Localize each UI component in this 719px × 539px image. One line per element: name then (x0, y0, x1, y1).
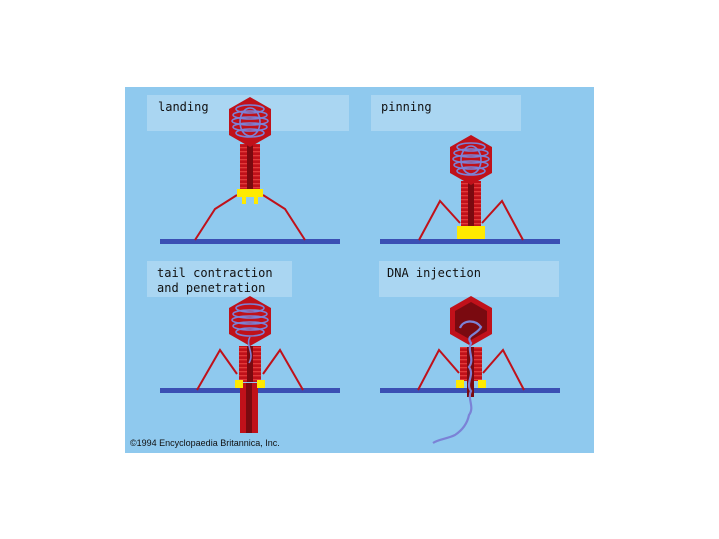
baseplate (235, 380, 243, 388)
tail-fiber (417, 348, 460, 391)
diagram-panel: landing pinning tail contraction and pen… (125, 87, 594, 453)
capsid-head (229, 97, 271, 147)
dna-coil (452, 142, 490, 176)
capsid-head (229, 296, 271, 346)
stage-label-dna-injection: DNA injection (387, 266, 481, 280)
tail-core (468, 181, 474, 227)
phage-tail-contraction (160, 296, 340, 433)
stage-label-tail-contraction: tail contraction and penetration (157, 266, 273, 295)
tail-fiber (418, 199, 461, 241)
phage-landing (160, 97, 340, 244)
tail-core (246, 383, 252, 433)
baseplate (457, 226, 485, 239)
label-box-tail-contraction (147, 261, 292, 297)
phage-dna-injection (380, 296, 560, 444)
label-box-dna-injection (379, 261, 559, 297)
host-surface (160, 239, 340, 244)
tail-core (247, 144, 253, 189)
tail-fiber (196, 348, 238, 391)
capsid-head (450, 135, 492, 185)
tail-fiber (482, 348, 525, 391)
tail-fiber (262, 194, 306, 241)
copyright-credit: ©1994 Encyclopaedia Britannica, Inc. (130, 438, 280, 448)
baseplate (257, 380, 265, 388)
stage-label-landing: landing (158, 100, 209, 114)
tail-fiber (262, 348, 304, 391)
baseplate (456, 380, 464, 388)
injected-dna-strand (432, 320, 483, 444)
tail-fiber (194, 194, 238, 241)
dna-coil (231, 104, 269, 138)
host-surface (380, 239, 560, 244)
tail-core (247, 346, 253, 382)
label-box-pinning (371, 95, 521, 131)
stage-label-pinning: pinning (381, 100, 432, 114)
dna-coil (231, 303, 269, 364)
baseplate (237, 189, 263, 204)
tail-fiber (481, 199, 524, 241)
baseplate (478, 380, 486, 388)
phage-infection-diagram (147, 95, 560, 444)
phage-pinning (380, 135, 560, 244)
